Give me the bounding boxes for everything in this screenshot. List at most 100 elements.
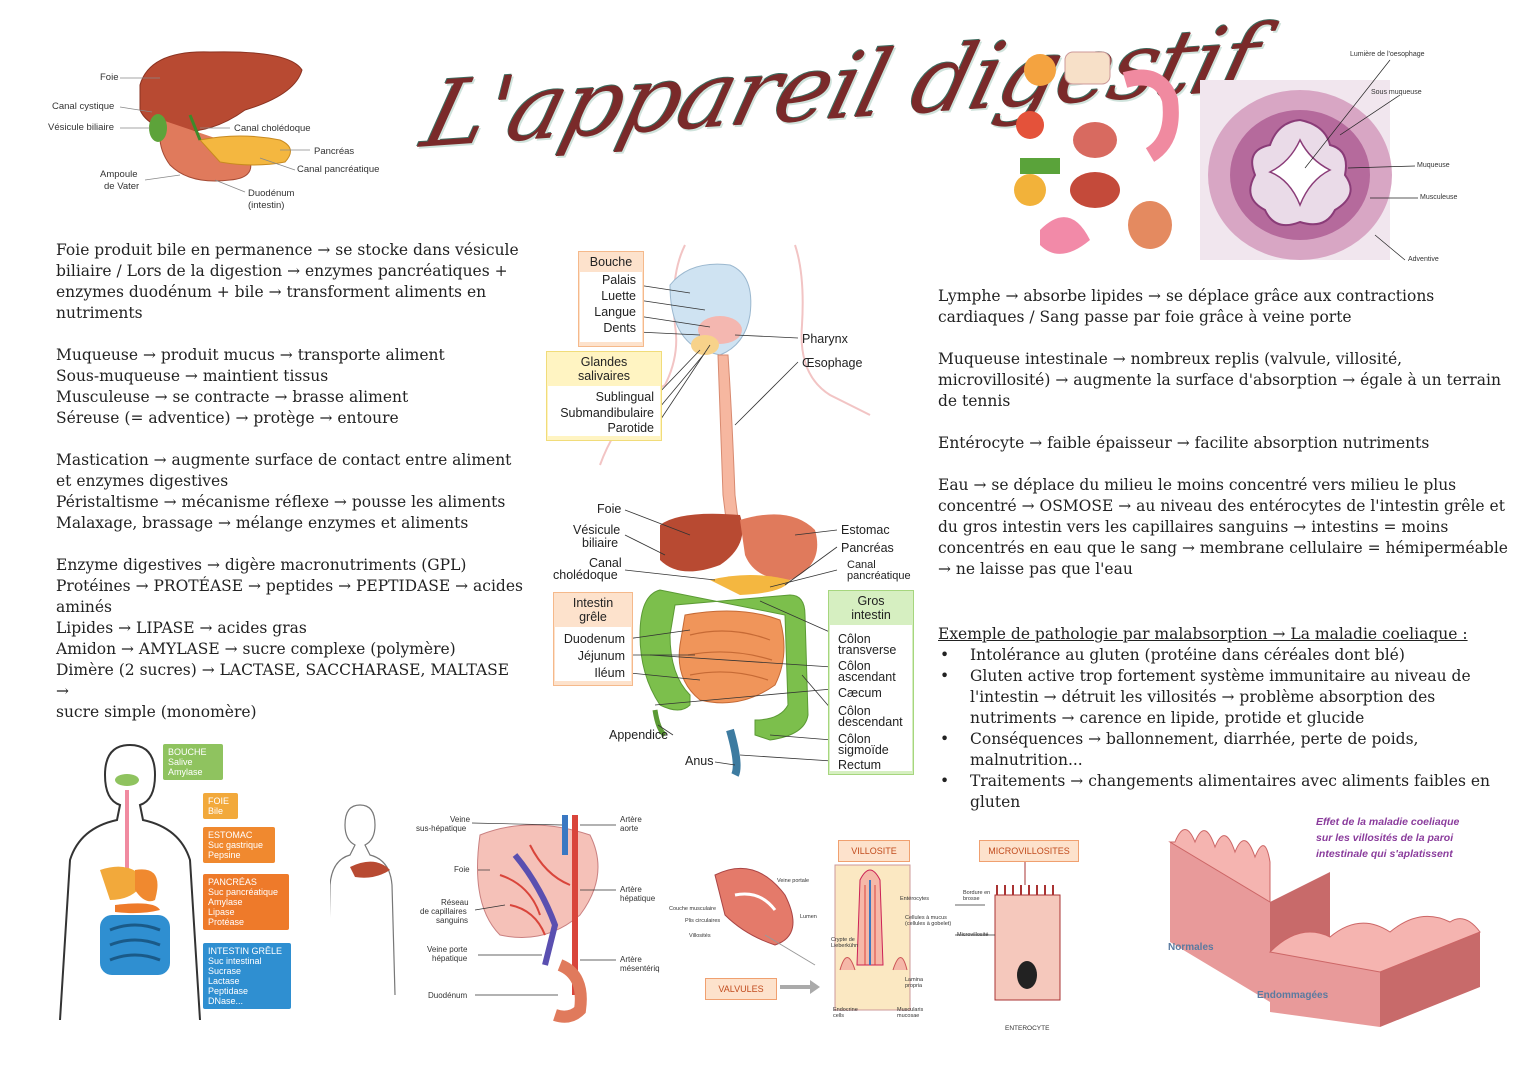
gros-intestin-heading-2: intestin	[851, 608, 891, 622]
label-muscularis: Muscularis mucosae	[897, 1007, 924, 1019]
label-vesicule-biliaire: Vésicule biliaire	[48, 122, 115, 133]
label-plis-circulaires: Plis circulaires	[685, 918, 721, 924]
label-foie-center: Foie	[597, 502, 622, 516]
list-item: Gluten active trop fortement système imm…	[938, 666, 1508, 729]
villi-diagram: VILLOSITE MICROVILLOSITES VALVULES ENTER…	[665, 835, 1085, 1035]
label-pharynx: Pharynx	[802, 332, 848, 346]
label-couche-musculaire: Couche musculaire	[669, 906, 717, 912]
label-veine-portale: Veine portale	[777, 878, 810, 884]
tag-foie: FOIE Bile	[203, 793, 238, 819]
digestive-illustration	[599, 244, 871, 777]
tag-estomac: ESTOMAC Suc gastrique Pepsine	[203, 827, 275, 863]
label-oesophage: Œsophage	[802, 356, 863, 370]
paragraph-enterocyte: Entérocyte → faible épaisseur → facilite…	[938, 434, 1430, 452]
paragraph-muqueuse-intestinale: Muqueuse intestinale → nombreux replis (…	[938, 350, 1501, 410]
right-text-column: Lymphe → absorbe lipides → se déplace gr…	[938, 286, 1508, 601]
valvules-label: VALVULES	[705, 978, 777, 1000]
label-mesenterique: mésentériq	[620, 964, 660, 973]
paragraph-tissues: Muqueuse → produit mucus → transporte al…	[56, 346, 445, 427]
label-bordure-brosse: Bordure en brosse	[963, 890, 991, 902]
label-canal-pancreatique-1: Canal	[847, 559, 876, 571]
label-canal-center: Canal	[589, 556, 622, 570]
label-artere-2: Artère	[620, 885, 642, 894]
celiac-caption: Effet de la maladie coeliaque sur les vi…	[1316, 816, 1460, 860]
body-enzyme-diagram: BOUCHE Salive Amylase FOIE Bile ESTOMAC …	[55, 740, 305, 1021]
label-colon-transverse-2: transverse	[838, 643, 897, 657]
tag-bouche: BOUCHE Salive Amylase	[163, 744, 223, 780]
label-colon-sigmoide-1: Côlon	[838, 732, 871, 746]
bouche-heading: Bouche	[589, 255, 633, 269]
tag-pancreas: PANCRÉAS Suc pancréatique Amylase Lipase…	[203, 874, 289, 930]
label-intestin: (intestin)	[248, 200, 285, 211]
label-colon-descendant-2: descendant	[838, 715, 903, 729]
label-duodenum-portal: Duodénum	[428, 991, 468, 1000]
label-palais: Palais	[601, 273, 636, 287]
intestin-grele-box: Intestin grêle Duodenum Jéjunum Iléum	[553, 592, 633, 686]
label-microvillosite: Microvillosité	[957, 932, 989, 938]
pathology-list: Intolérance au gluten (protéine dans cér…	[938, 645, 1508, 813]
glandes-heading: Glandes	[580, 355, 628, 369]
label-veine: Veine	[450, 815, 471, 824]
label-enterocytes: Entérocytes	[900, 896, 930, 902]
list-item: Traitements → changements alimentaires a…	[938, 771, 1508, 813]
label-appendice: Appendice	[609, 728, 669, 742]
histology-oesophagus: Lumière de l'oesophage Sous muqueuse Muq…	[1200, 50, 1490, 270]
enterocyte-label: ENTEROCYTE	[1005, 1025, 1050, 1032]
label-sublingual: Sublingual	[595, 390, 654, 404]
label-hepatique: hépatique	[620, 894, 656, 903]
label-parotide: Parotide	[607, 421, 654, 435]
microvillosites-label: MICROVILLOSITES	[979, 840, 1079, 862]
paragraph-bile: Foie produit bile en permanence → se sto…	[56, 241, 519, 322]
label-villosites: Villosités	[689, 933, 711, 939]
pathology-section: Exemple de pathologie par malabsorption …	[938, 624, 1508, 813]
label-de-vater: de Vater	[104, 181, 140, 192]
villi-illustration	[714, 845, 1065, 1011]
label-colon-ascendant-2: ascendant	[838, 670, 896, 684]
label-jejunum: Jéjunum	[577, 649, 625, 663]
label-lumen: Lumen	[800, 914, 817, 920]
label-aorte: aorte	[620, 824, 639, 833]
bouche-box: Bouche Palais Luette Langue Dents	[578, 251, 644, 347]
paragraph-mechanics: Mastication → augmente surface de contac…	[56, 451, 512, 532]
label-lumiere: Lumière de l'oesophage	[1350, 51, 1425, 58]
celiac-villi-image: Effet de la maladie coeliaque sur les vi…	[1160, 812, 1500, 1027]
liver-illustration	[119, 51, 310, 193]
label-caecum: Cæcum	[838, 686, 882, 700]
label-dents: Dents	[603, 321, 636, 335]
label-artere-3: Artère	[620, 955, 642, 964]
intestin-grele-heading-2: grêle	[579, 610, 607, 624]
label-foie: Foie	[100, 72, 119, 83]
label-de-capillaires: de capillaires	[420, 907, 467, 916]
label-adventive: Adventive	[1408, 256, 1439, 263]
label-canal-cystique: Canal cystique	[52, 101, 115, 112]
label-pancreas-center: Pancréas	[841, 541, 894, 555]
label-ampoule: Ampoule	[100, 169, 138, 180]
label-normales: Normales	[1168, 942, 1214, 953]
label-langue: Langue	[594, 305, 636, 319]
label-estomac: Estomac	[841, 523, 890, 537]
villi-3d-illustration	[1168, 829, 1481, 1027]
label-sanguins: sanguins	[436, 916, 469, 925]
gros-intestin-heading: Gros	[857, 594, 885, 608]
label-submandibulaire: Submandibulaire	[560, 406, 654, 420]
label-lamina-propria: Lamina propria	[905, 977, 924, 989]
label-veine-porte: Veine porte	[427, 945, 468, 954]
histology-cross-section	[1200, 59, 1418, 261]
tag-intestin-grele: INTESTIN GRÊLE Suc intestinal Sucrase La…	[203, 943, 291, 1009]
liver-diagram: Foie Canal cystique Vésicule biliaire Ca…	[40, 40, 400, 220]
label-pancreas: Pancréas	[314, 146, 355, 157]
label-duodenum: Duodénum	[248, 188, 295, 199]
label-muqueuse: Muqueuse	[1417, 162, 1450, 169]
label-canal-choledoque: Canal cholédoque	[234, 123, 311, 134]
label-anus: Anus	[685, 754, 714, 768]
glandes-salivaires-box: Glandes salivaires Sublingual Submandibu…	[546, 351, 662, 441]
label-colon-ascendant-1: Côlon	[838, 659, 871, 673]
label-canal-pancreatique-2: pancréatique	[847, 570, 911, 582]
label-musculeuse: Musculeuse	[1420, 194, 1458, 201]
label-duodenum-center: Duodenum	[563, 632, 625, 646]
label-colon-descendant-1: Côlon	[838, 704, 871, 718]
intestin-grele-heading: Intestin	[572, 596, 614, 610]
label-vesicule: Vésicule	[573, 523, 621, 537]
label-rectum: Rectum	[838, 758, 882, 772]
label-biliaire: biliaire	[582, 536, 619, 550]
